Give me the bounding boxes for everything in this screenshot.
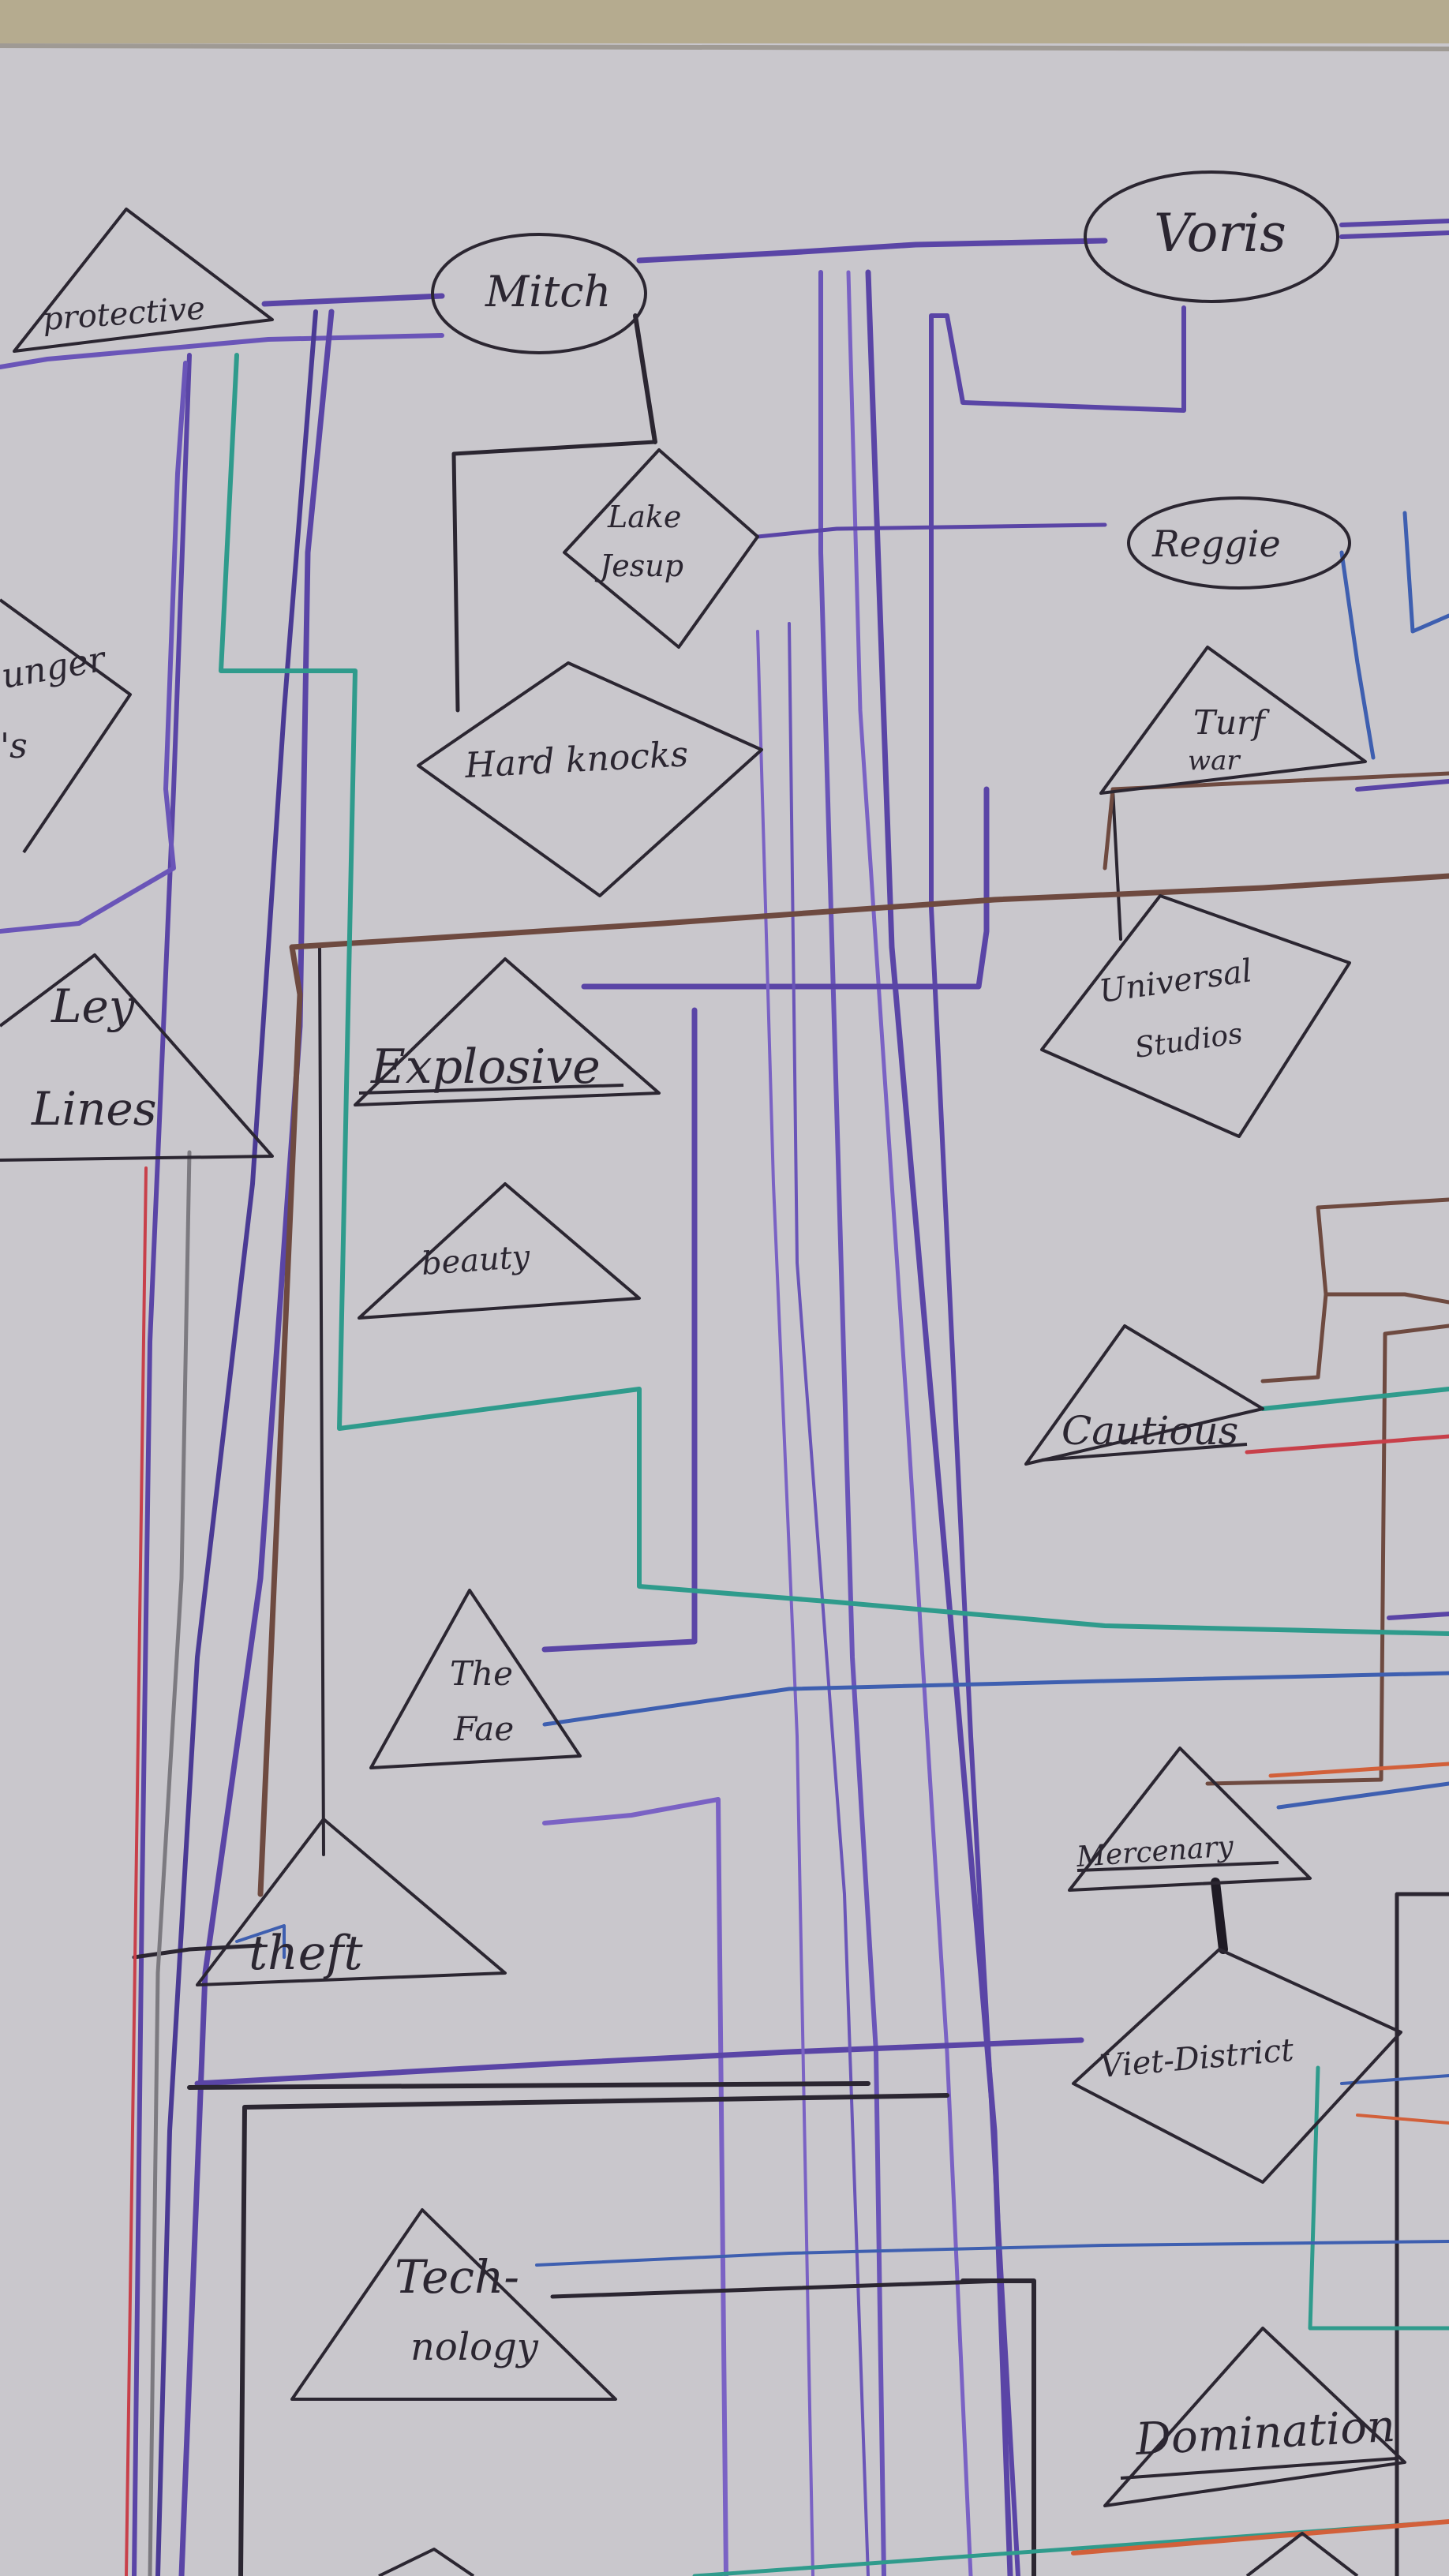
label-hunger-2: 's (0, 726, 28, 766)
line-purple-mitch-down-b (846, 270, 973, 2576)
label-ley-lines-2: Lines (31, 1082, 157, 1136)
label-beauty: beauty (420, 1238, 532, 1282)
line-teal-cautious (1260, 1387, 1449, 1411)
label-lake-jesup-2: Jesup (594, 549, 683, 583)
hunger-shape (0, 598, 132, 854)
label-the-fae-1: The (450, 1654, 513, 1693)
domination-underline (1120, 2457, 1398, 2480)
reggie-shape (1127, 496, 1351, 590)
line-blue-viet (1340, 2074, 1449, 2085)
line-purple-voris-down (929, 305, 1186, 2576)
label-lake-jesup-1: Lake (607, 500, 681, 534)
line-black-bottom-box (187, 2081, 1036, 2576)
line-orange-viet (1356, 2114, 1449, 2125)
line-black-left-vertical (318, 945, 325, 1856)
line-black-lake-hardknocks (451, 440, 657, 713)
line-purple-mitch-down-a (818, 270, 886, 2576)
line-black-mitch-lake (633, 313, 657, 444)
label-turf-war-2: war (1188, 745, 1241, 777)
line-red-cautious (1245, 1434, 1449, 1455)
technology-shape (290, 2208, 617, 2401)
line-brown-explosive (257, 873, 1449, 1897)
line-red-left-vertical (125, 1166, 148, 2576)
label-the-fae-2: Fae (453, 1709, 514, 1748)
line-purple-mid-a (756, 630, 814, 2576)
line-black-theft-left (132, 1943, 263, 1960)
line-purple-reggie-left (755, 522, 1107, 539)
label-mitch: Mitch (485, 267, 611, 316)
line-brown-mercenary (1205, 1324, 1449, 1786)
line-orange-bottom (1071, 2519, 1449, 2555)
explosive-underline (358, 1084, 624, 1095)
protective-shape (13, 208, 274, 353)
label-voris: Voris (1154, 203, 1286, 264)
node-shapes (0, 170, 1406, 2576)
label-technology-1: Tech- (395, 2250, 519, 2304)
node-labels: protective Mitch Voris unger 's Lake Jes… (0, 203, 1397, 2466)
wall-strip (0, 0, 1449, 47)
line-purple-protective-left (0, 333, 444, 369)
line-purple-viet-west (194, 2037, 1084, 2087)
label-cautious: Cautious (1061, 1408, 1238, 1454)
turf-war-shape (1099, 646, 1367, 795)
line-purple-voris-right (1339, 219, 1449, 239)
label-technology-2: nology (410, 2325, 539, 2369)
label-theft: theft (249, 1926, 363, 1981)
mitch-shape (431, 233, 647, 354)
line-blue-tech (535, 2240, 1449, 2267)
line-orange-mercenary (1268, 1762, 1449, 1778)
line-purple-mid-b (788, 622, 870, 2576)
line-black-tech-right (550, 2278, 1005, 2299)
line-purple-fae-purple-down (542, 1797, 728, 2576)
bottom-partial-shape-left (378, 2548, 475, 2576)
line-black-turf-universal (1111, 788, 1122, 941)
cautious-underline (1041, 1443, 1248, 1462)
line-teal-bottom-right (1308, 2065, 1449, 2331)
label-reggie: Reggie (1151, 522, 1281, 565)
mercenary-underline (1076, 1861, 1279, 1872)
label-ley-lines-1: Ley (51, 979, 136, 1033)
line-purple-right-edge (1355, 779, 1449, 1620)
line-teal-protective (219, 353, 1449, 1636)
label-turf-war-1: Turf (1193, 703, 1270, 742)
line-purple-hunger-loop (0, 361, 188, 934)
the-fae-shape (369, 1589, 582, 1769)
line-purple-left-vertical-a (178, 309, 335, 2576)
line-blue-mercenary (1276, 1781, 1449, 1810)
line-purple-left-vertical-b (155, 309, 318, 2576)
line-purple-explosive-fae (541, 786, 990, 1653)
explosive-shape (354, 957, 661, 1106)
line-purple-protective-down (132, 353, 192, 2576)
lake-jesup-shape (563, 448, 759, 649)
line-gray-leylines (148, 1150, 192, 2576)
voris-shape (1084, 170, 1339, 303)
line-blue-theft (235, 1924, 286, 1959)
ley-lines-shape (0, 953, 274, 1162)
label-underlines (358, 1084, 1398, 2480)
line-brown-cautious (1260, 1197, 1449, 1383)
bottom-partial-shape-right (1245, 2532, 1359, 2576)
hard-knocks-shape (417, 661, 763, 897)
viet-district-shape (1072, 1948, 1402, 2184)
connection-lines (0, 219, 1449, 2576)
line-blue-fae (542, 1671, 1449, 1727)
universal-studios-shape (1040, 894, 1351, 1138)
board-edge (0, 43, 1449, 51)
domination-shape (1103, 2327, 1406, 2507)
line-blue-reggie-right (1339, 511, 1449, 760)
cautious-shape (1024, 1324, 1264, 1466)
line-brown-turf-right (1103, 771, 1449, 871)
line-purple-mitch-voris (261, 238, 1108, 307)
mercenary-shape (1068, 1747, 1312, 1892)
beauty-shape (358, 1182, 641, 1320)
label-explosive: Explosive (370, 1039, 601, 1095)
theft-shape (196, 1818, 507, 1986)
line-black-mercenary-viet (1211, 1878, 1228, 1954)
